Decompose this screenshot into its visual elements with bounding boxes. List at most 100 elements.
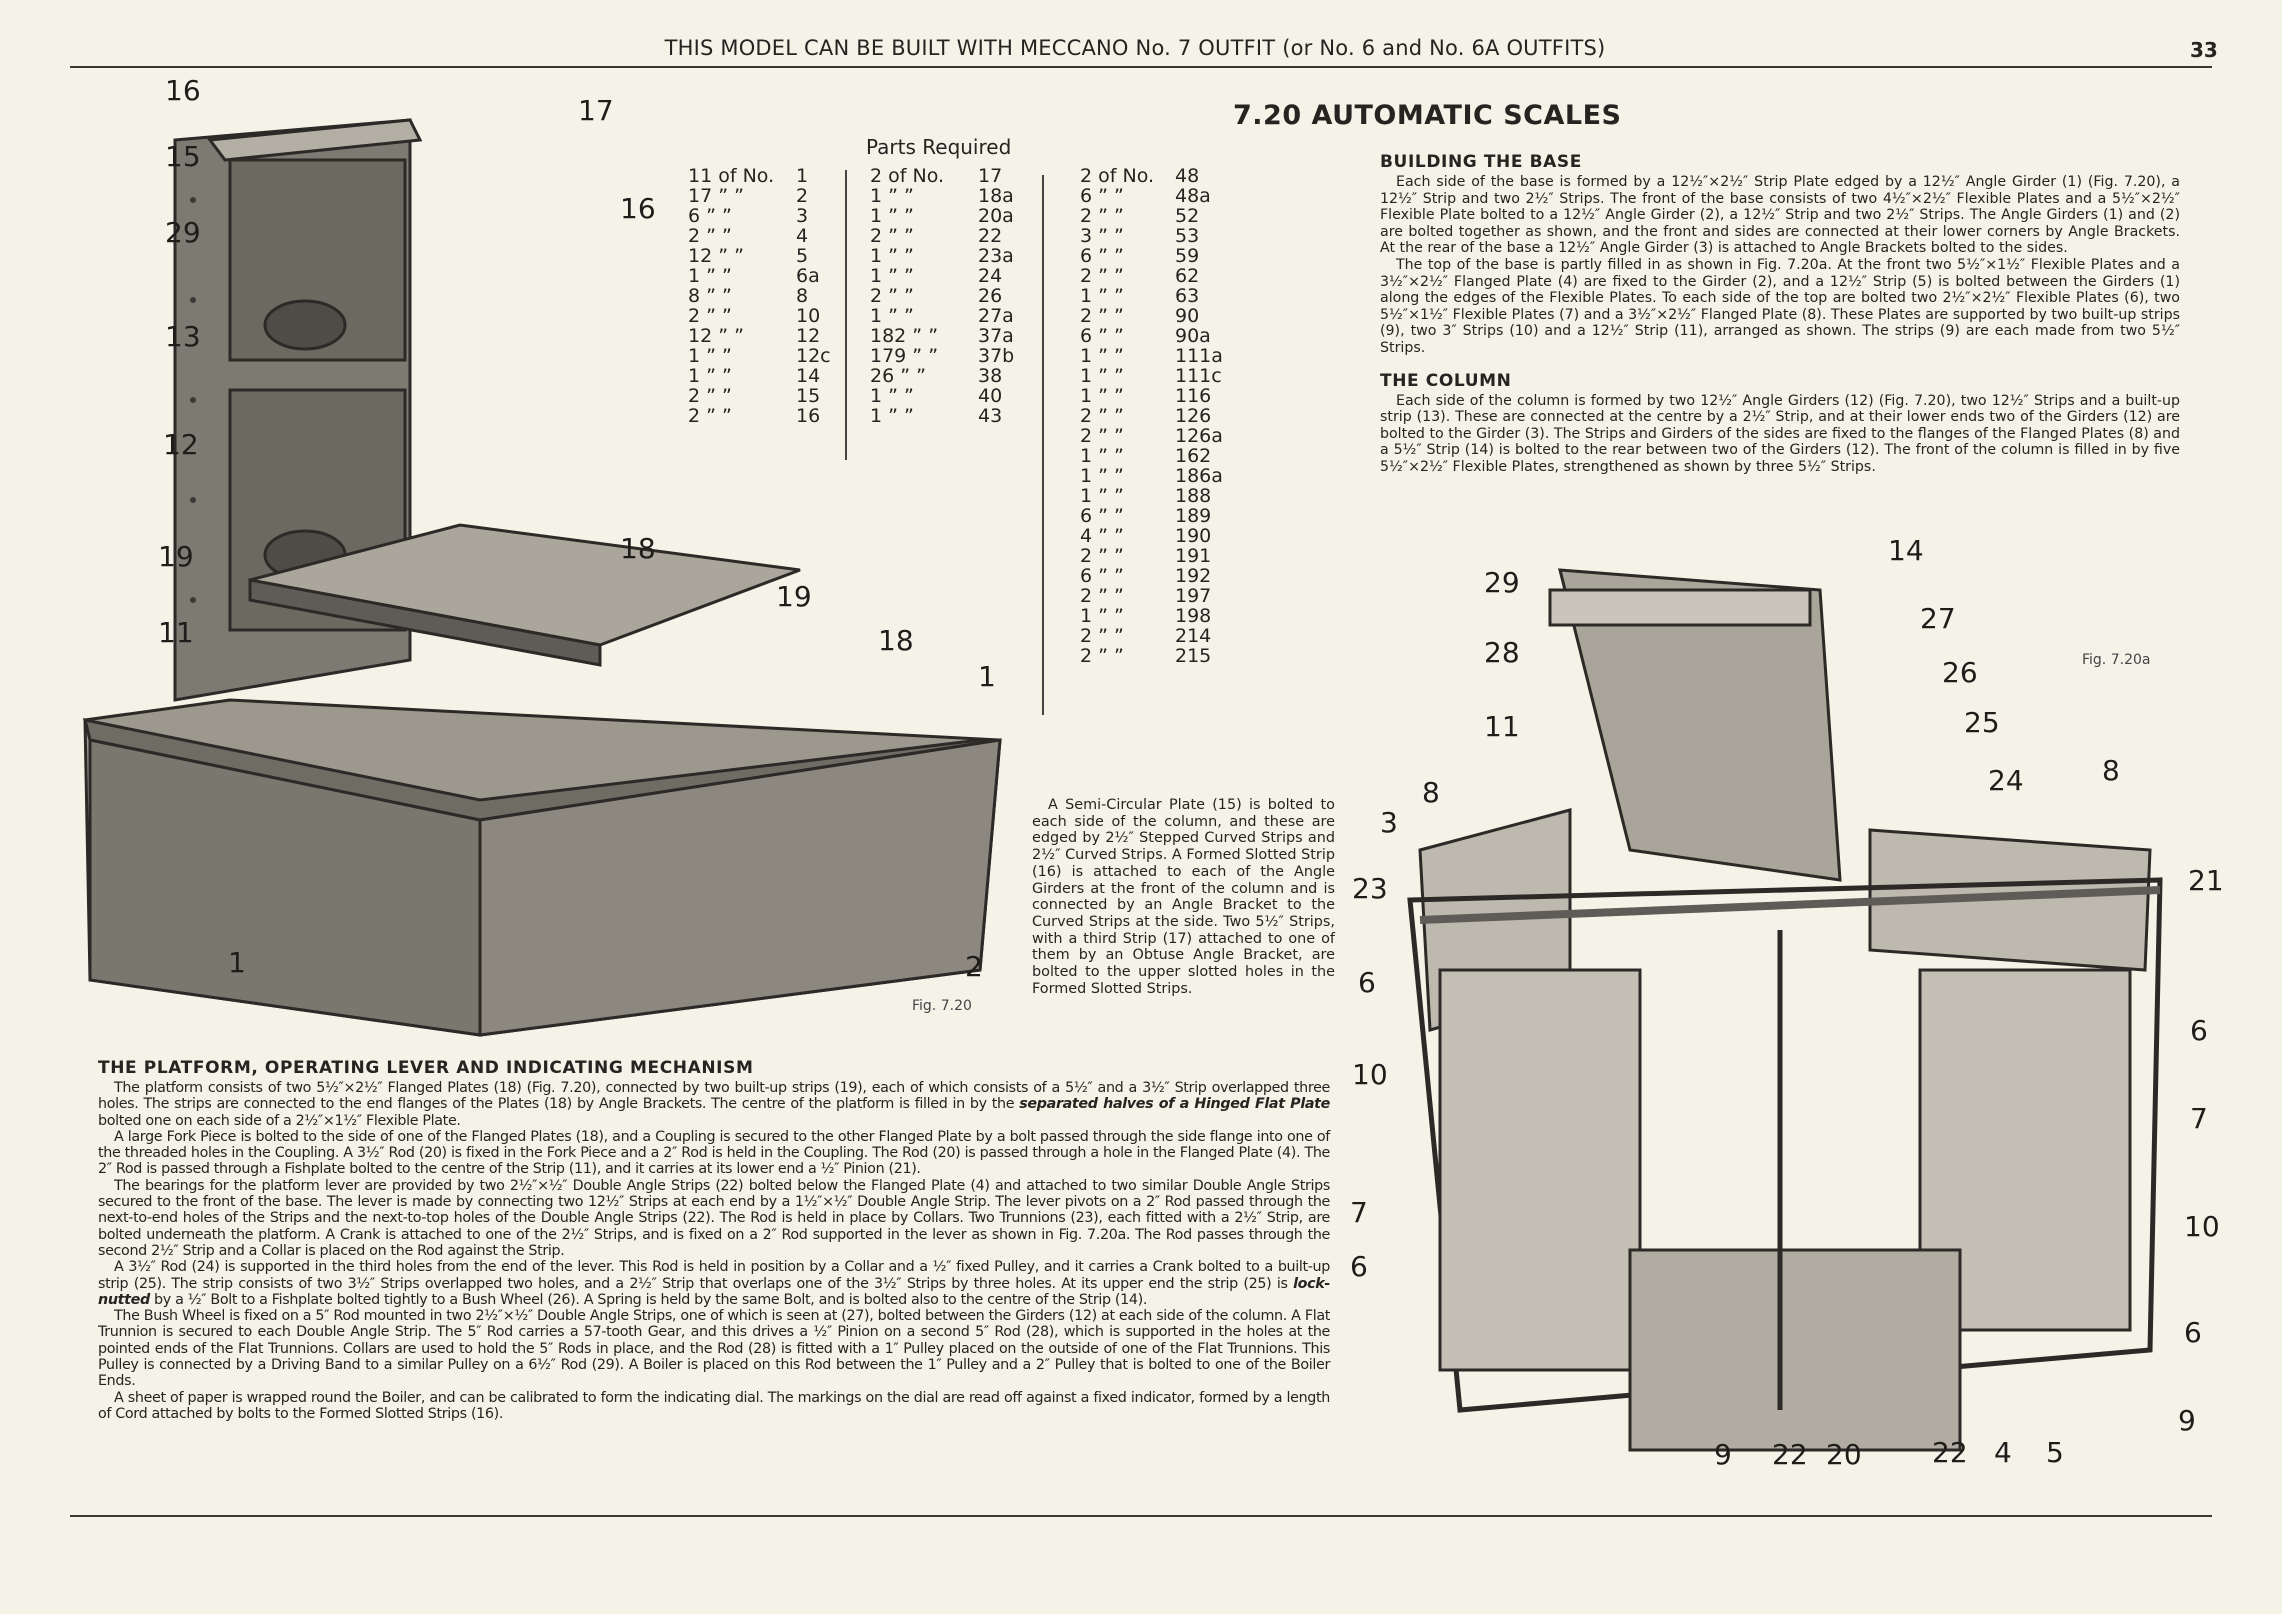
header-rule [70, 66, 2212, 68]
callout-number: 1 [978, 660, 996, 693]
callout-number: 29 [165, 216, 201, 249]
parts-quantity: 12 ” ” [688, 245, 744, 267]
callout-number: 11 [1484, 710, 1520, 743]
parts-number: 18a [978, 185, 1014, 207]
callout-number: 19 [776, 580, 812, 613]
callout-number: 6 [2184, 1316, 2202, 1349]
emphasis-text: separated halves of a Hinged Flat Plate [1019, 1096, 1330, 1113]
platform-paragraph: The Bush Wheel is fixed on a 5″ Rod moun… [98, 1308, 1330, 1390]
parts-number: 20a [978, 205, 1014, 227]
callout-number: 16 [620, 192, 656, 225]
parts-quantity: 26 ” ” [870, 365, 926, 387]
parts-quantity: 2 ” ” [1080, 645, 1124, 667]
parts-number: 126a [1175, 425, 1223, 447]
callout-number: 8 [2102, 754, 2120, 787]
parts-quantity: 1 ” ” [1080, 365, 1124, 387]
callout-number: 18 [620, 532, 656, 565]
platform-paragraph: The bearings for the platform lever are … [98, 1177, 1330, 1259]
parts-number: 27a [978, 305, 1014, 327]
parts-quantity: 1 ” ” [1080, 345, 1124, 367]
callout-number: 1 [228, 946, 246, 979]
callout-number: 20 [1826, 1438, 1862, 1471]
parts-number: 111a [1175, 345, 1223, 367]
parts-number: 62 [1175, 265, 1200, 287]
parts-quantity: 6 ” ” [1080, 185, 1124, 207]
text-run: by a ½″ Bolt to a Fishplate bolted tight… [149, 1291, 1148, 1308]
callout-number: 27 [1920, 602, 1956, 635]
column-paragraph: Each side of the column is formed by two… [1380, 392, 2180, 475]
parts-number: 126 [1175, 405, 1212, 427]
building-base-paragraph: Each side of the base is formed by a 12½… [1380, 174, 2180, 257]
parts-quantity: 1 ” ” [1080, 445, 1124, 467]
parts-number: 14 [796, 365, 821, 387]
parts-number: 116 [1175, 385, 1212, 407]
parts-number: 190 [1175, 525, 1212, 547]
callout-number: 23 [1352, 872, 1388, 905]
building-base-paragraph: The top of the base is partly filled in … [1380, 256, 2180, 356]
text-run: The platform consists of two 5½″×2½″ Fla… [98, 1080, 1330, 1113]
parts-number: 5 [796, 245, 809, 267]
parts-quantity: 6 ” ” [688, 205, 732, 227]
parts-number: 43 [978, 405, 1003, 427]
parts-number: 17 [978, 165, 1003, 187]
callout-number: 21 [2188, 864, 2224, 897]
callout-number: 6 [2190, 1014, 2208, 1047]
parts-required-heading: Parts Required [866, 135, 1012, 159]
parts-quantity: 17 ” ” [688, 185, 744, 207]
parts-quantity: 4 ” ” [1080, 525, 1124, 547]
parts-number: 12c [796, 345, 831, 367]
parts-quantity: 6 ” ” [1080, 565, 1124, 587]
parts-quantity: 2 ” ” [870, 225, 914, 247]
callout-number: 9 [1714, 1438, 1732, 1471]
page-number: 33 [2190, 38, 2218, 62]
callout-number: 22 [1772, 1438, 1808, 1471]
callout-number: 11 [158, 616, 194, 649]
parts-quantity: 2 of No. [870, 165, 945, 187]
parts-quantity: 2 of No. [1080, 165, 1155, 187]
callout-number: 25 [1964, 706, 2000, 739]
column-heading: THE COLUMN [1380, 370, 1512, 391]
parts-quantity: 2 ” ” [688, 225, 732, 247]
parts-number: 215 [1175, 645, 1212, 667]
parts-number: 52 [1175, 205, 1200, 227]
parts-number: 90a [1175, 325, 1211, 347]
semi-circular-plate-note: A Semi-Circular Plate (15) is bolted to … [1032, 797, 1335, 997]
parts-number: 1 [796, 165, 809, 187]
parts-quantity: 2 ” ” [1080, 625, 1124, 647]
callout-number: 10 [1352, 1058, 1388, 1091]
callout-number: 13 [165, 320, 201, 353]
callout-number: 6 [1350, 1250, 1368, 1283]
parts-quantity: 1 ” ” [1080, 285, 1124, 307]
parts-number: 111c [1175, 365, 1222, 387]
parts-number: 63 [1175, 285, 1200, 307]
parts-quantity: 1 ” ” [1080, 485, 1124, 507]
callout-number: 14 [1888, 534, 1924, 567]
platform-paragraph: A sheet of paper is wrapped round the Bo… [98, 1389, 1330, 1422]
parts-number: 48a [1175, 185, 1211, 207]
parts-number: 198 [1175, 605, 1212, 627]
parts-number: 24 [978, 265, 1003, 287]
parts-quantity: 1 ” ” [870, 265, 914, 287]
parts-number: 6a [796, 265, 820, 287]
platform-paragraph: A 3½″ Rod (24) is supported in the third… [98, 1259, 1330, 1308]
parts-number: 162 [1175, 445, 1212, 467]
parts-quantity: 11 of No. [688, 165, 775, 187]
parts-number: 191 [1175, 545, 1212, 567]
callout-number: 26 [1942, 656, 1978, 689]
parts-number: 214 [1175, 625, 1212, 647]
callout-number: 16 [165, 74, 201, 107]
parts-quantity: 1 ” ” [870, 245, 914, 267]
callout-number: 22 [1932, 1436, 1968, 1469]
parts-quantity: 2 ” ” [688, 305, 732, 327]
callout-number: 7 [1350, 1196, 1368, 1229]
parts-quantity: 2 ” ” [1080, 205, 1124, 227]
parts-quantity: 1 ” ” [1080, 385, 1124, 407]
parts-quantity: 1 ” ” [688, 345, 732, 367]
parts-quantity: 1 ” ” [688, 365, 732, 387]
parts-quantity: 12 ” ” [688, 325, 744, 347]
callout-number: 6 [1358, 966, 1376, 999]
parts-quantity: 1 ” ” [688, 265, 732, 287]
fig-7-20a-caption: Fig. 7.20a [2082, 652, 2151, 668]
fig-7-20a-illustration [1407, 568, 2163, 1452]
callout-number: 10 [2184, 1210, 2220, 1243]
